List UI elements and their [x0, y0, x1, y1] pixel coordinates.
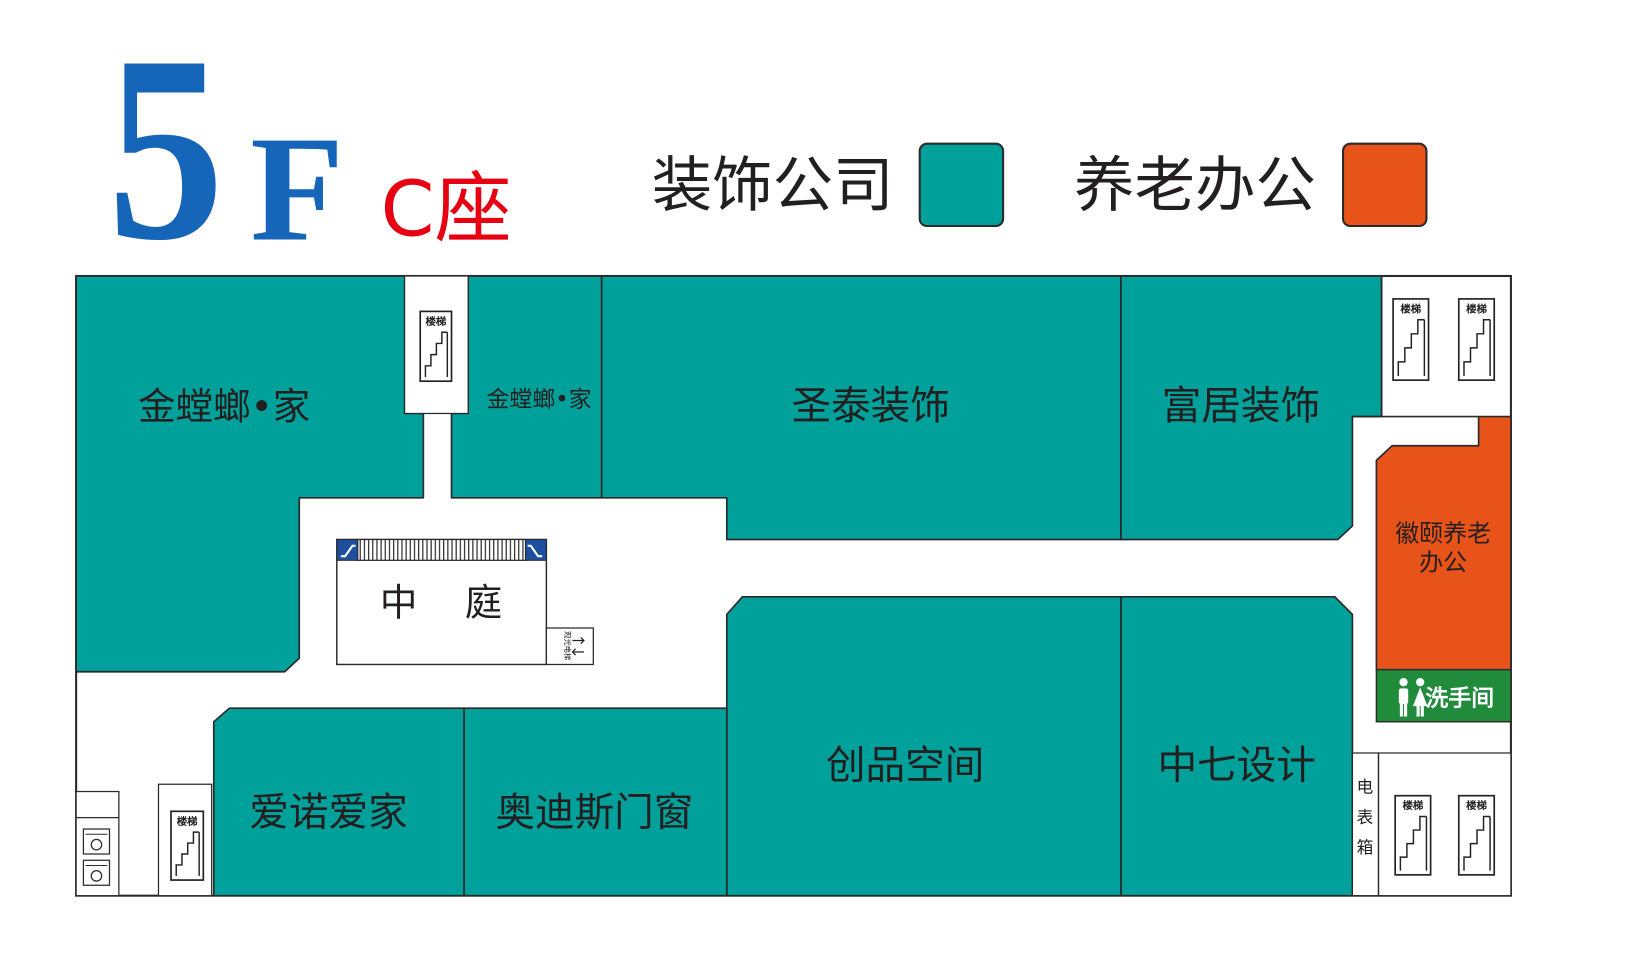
stairs-steps [1397, 319, 1425, 376]
stairs-steps [1463, 319, 1491, 376]
stairs-label: 楼梯 [1466, 302, 1487, 315]
escalator-icon [336, 538, 359, 561]
restroom-block [1375, 668, 1512, 723]
meter-box-label: 电 表 箱 [1357, 778, 1374, 857]
utility-icon [82, 828, 111, 855]
unit-label-shengtai: 圣泰装饰 [791, 384, 949, 430]
legend-label-elderly-office: 养老办公 [1074, 151, 1316, 221]
stairs-icon: 楼梯 [419, 310, 453, 383]
stairs-steps [175, 831, 200, 876]
stairs-label: 楼梯 [1400, 302, 1421, 315]
restroom-label: 洗手间 [1425, 686, 1494, 712]
stairs-icon: 楼梯 [1394, 794, 1432, 876]
meter-box-char: 箱 [1357, 838, 1374, 857]
stairs-icon: 楼梯 [170, 810, 205, 881]
floor-letter: F [250, 105, 344, 273]
escalator-steps [357, 538, 527, 561]
stairs-steps [1463, 815, 1491, 871]
stairs-steps [1399, 815, 1427, 871]
stairs-label: 楼梯 [177, 815, 198, 828]
stairs-icon: 楼梯 [1392, 298, 1430, 381]
legend-swatch-decoration [918, 142, 1005, 228]
legend-label-decoration: 装饰公司 [652, 151, 894, 221]
meter-box-char: 电 [1357, 778, 1374, 797]
woman-icon [1412, 678, 1428, 717]
sightseeing-elevator: 观光电梯 [545, 627, 594, 666]
atrium-label: 中 庭 [380, 581, 502, 625]
unit-label-zhongqi: 中七设计 [1157, 743, 1315, 789]
utility-icon [82, 859, 111, 886]
elevator-label: 观光电梯 [563, 631, 572, 660]
stairs-layer: 楼梯楼梯楼梯楼梯楼梯楼梯 [170, 298, 1496, 881]
unit-label-huiyi-line2: 办公 [1419, 549, 1467, 577]
atrium: 中 庭 [336, 538, 548, 666]
stairs-label: 楼梯 [1466, 799, 1487, 812]
arrow-left-icon [571, 648, 584, 656]
floor-number: 5 [107, 2, 224, 296]
unit-label-ainuo: 爱诺爱家 [249, 790, 407, 836]
unit-label-fuju: 富居装饰 [1162, 384, 1320, 430]
stairs-icon: 楼梯 [1457, 794, 1496, 876]
unit-label-huiyi-line1: 徽颐养老 [1395, 520, 1491, 548]
man-icon [1398, 678, 1409, 717]
meter-box-char: 表 [1357, 808, 1374, 827]
legend-swatch-elderly-office [1341, 142, 1428, 228]
block-label: C座 [381, 164, 512, 254]
elevator-box [545, 627, 594, 666]
stairs-steps [424, 331, 448, 378]
unit-label-chuangpin: 创品空间 [826, 743, 984, 789]
stairs-label: 楼梯 [425, 315, 446, 328]
arrow-right-icon [572, 636, 585, 645]
stairs-icon: 楼梯 [1457, 298, 1496, 381]
legend: 装饰公司 养老办公 [652, 142, 1428, 228]
unit-label-jtl-home-small: 金螳螂•家 [486, 387, 591, 413]
stairs-label: 楼梯 [1402, 799, 1423, 812]
restroom: 洗手间 [1375, 668, 1512, 723]
unit-label-aodisi: 奥迪斯门窗 [495, 790, 693, 836]
unit-ainuo [212, 707, 465, 897]
unit-label-jtl-home-main: 金螳螂•家 [138, 385, 310, 429]
floor-title: 5 F C座 [107, 2, 511, 296]
escalator-icon [525, 538, 547, 561]
